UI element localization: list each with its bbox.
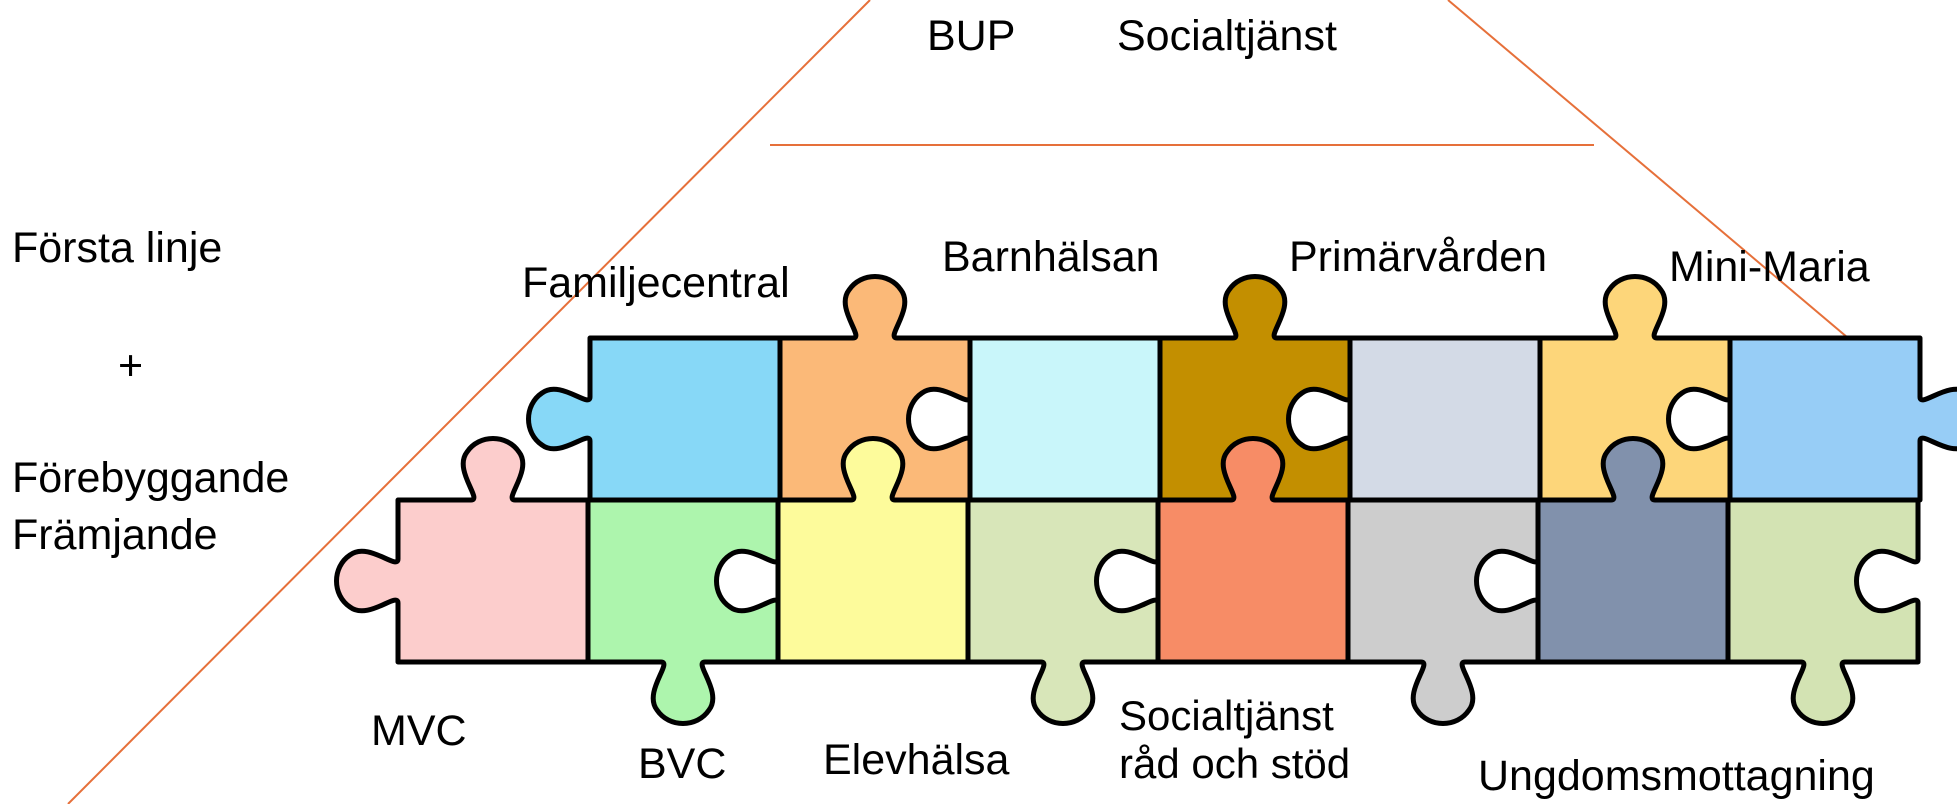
label-elevhalsa: Elevhälsa xyxy=(823,736,1010,784)
puzzle-piece-bottom-8 xyxy=(1725,497,1921,726)
label-socialtjanst-line1: Socialtjänst xyxy=(1119,692,1334,739)
puzzle-piece-bottom-4 xyxy=(965,497,1161,726)
top-label-bup: BUP xyxy=(927,12,1016,60)
puzzle-piece-bottom-6 xyxy=(1345,497,1541,726)
side-label-framjande: Främjande xyxy=(12,511,218,559)
puzzle-piece-top-7 xyxy=(1727,335,1957,503)
label-mvc: MVC xyxy=(371,707,467,755)
label-socialtjanst-rad-och-stod: Socialtjänst råd och stöd xyxy=(1119,692,1350,788)
label-mini-maria: Mini-Maria xyxy=(1669,243,1870,291)
label-barnhalsan: Barnhälsan xyxy=(942,233,1160,281)
side-label-plus: + xyxy=(118,342,144,390)
label-ungdomsmottagning: Ungdomsmottagning xyxy=(1478,752,1875,800)
side-label-forsta-linje: Första linje xyxy=(12,224,223,272)
pyramid-left-edge xyxy=(67,0,871,804)
label-socialtjanst-line2: råd och stöd xyxy=(1119,739,1351,787)
label-primarvarden: Primärvården xyxy=(1289,233,1548,281)
label-bvc: BVC xyxy=(638,740,727,788)
puzzle-piece-bottom-2 xyxy=(585,497,781,726)
label-familjecentral: Familjecentral xyxy=(522,259,790,307)
top-label-socialtjanst: Socialtjänst xyxy=(1117,12,1337,60)
puzzle-bottom-row xyxy=(334,436,1921,726)
side-label-forebyggande: Förebyggande xyxy=(12,454,290,502)
